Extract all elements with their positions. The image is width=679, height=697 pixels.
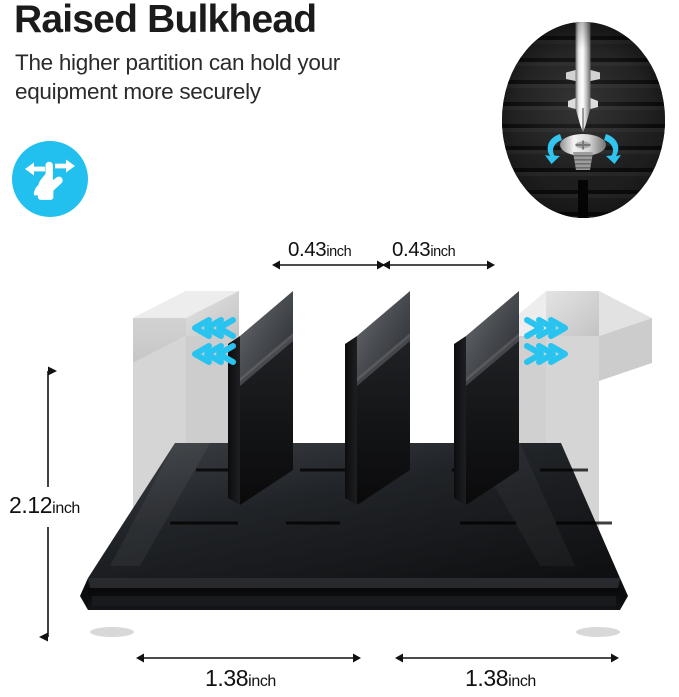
partition-1	[228, 291, 293, 505]
partition-3	[454, 291, 519, 505]
dimension-value: 1.38	[205, 665, 249, 691]
dimension-unit: inch	[508, 673, 536, 690]
dimension-label-width-left: 1.38inch	[205, 665, 276, 692]
adjustable-badge	[12, 141, 88, 217]
dimension-unit: inch	[248, 673, 276, 690]
page-subtitle: The higher partition can hold your equip…	[15, 50, 341, 104]
inset-vignette	[502, 22, 665, 218]
dimension-label-width-right: 1.38inch	[465, 665, 536, 692]
slide-right-chevrons	[524, 317, 568, 365]
adjustable-hand-icon	[25, 159, 75, 200]
dimension-value: 0.43	[288, 238, 327, 261]
slide-left-chevrons	[192, 317, 236, 365]
dimension-value: 0.43	[392, 238, 431, 261]
screwdriver-inset-photo	[502, 22, 665, 218]
page-title: Raised Bulkhead	[14, 0, 317, 41]
dimension-value: 2.12	[9, 492, 53, 518]
dimension-value: 1.38	[465, 665, 509, 691]
partition-2	[345, 291, 410, 505]
dimension-unit: inch	[326, 244, 352, 260]
dimension-unit: inch	[430, 244, 456, 260]
dimension-label-slot-right: 0.43inch	[392, 238, 456, 262]
dimension-label-slot-left: 0.43inch	[288, 238, 352, 262]
dimension-label-height: 2.12inch	[9, 492, 80, 519]
dimension-unit: inch	[52, 500, 80, 517]
